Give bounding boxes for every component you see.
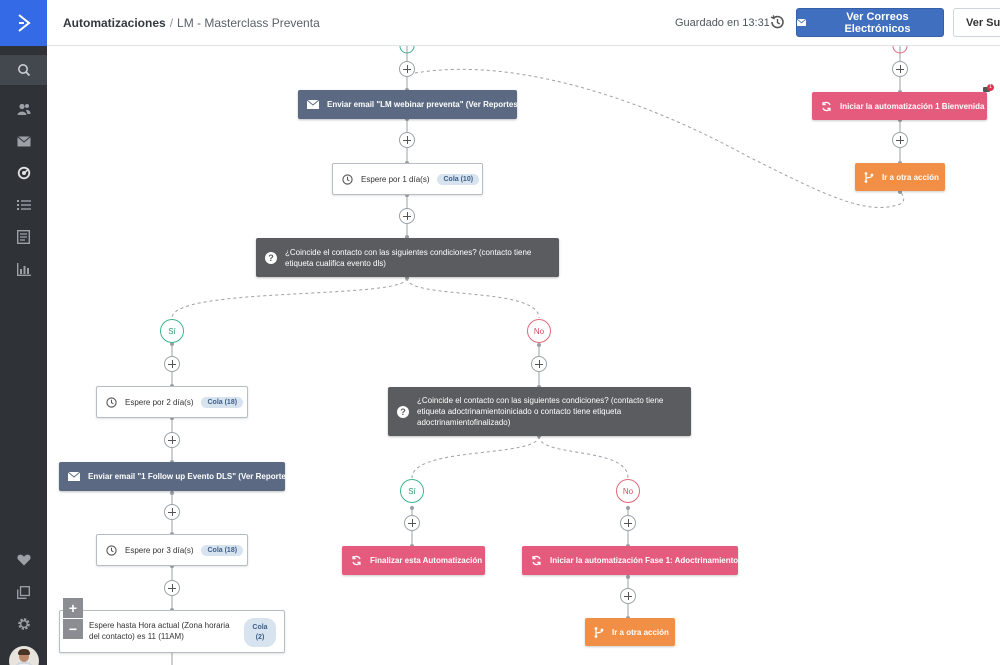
add-step-button[interactable] xyxy=(399,61,415,77)
zoom-out-button[interactable]: − xyxy=(63,619,83,639)
start-automation-node[interactable]: Iniciar la automatización Fase 1: Adoctr… xyxy=(522,546,738,575)
saved-status: Guardado en 13:31 xyxy=(675,17,770,29)
view-emails-label: Ver Correos Electrónicos xyxy=(844,10,911,35)
goto-action-node[interactable]: Ir a otra acción xyxy=(585,618,675,646)
search-icon[interactable] xyxy=(0,55,47,85)
heart-icon[interactable] xyxy=(0,545,47,575)
add-step-button[interactable] xyxy=(892,61,908,77)
end-automation-node[interactable]: Finalizar esta Automatización xyxy=(342,546,485,575)
add-step-button[interactable] xyxy=(164,580,180,596)
queue-badge[interactable]: Cola (10) xyxy=(437,173,480,185)
end-automation-label: Finalizar esta Automatización xyxy=(370,556,483,565)
condition-label: ¿Coincide el contacto con las siguientes… xyxy=(285,247,532,268)
queue-badge[interactable]: Cola (18) xyxy=(201,396,244,408)
condition-label: ¿Coincide el contacto con las siguientes… xyxy=(417,396,664,427)
question-icon: ? xyxy=(265,251,277,264)
sync-icon xyxy=(821,101,832,112)
breadcrumb-current: LM - Masterclass Preventa xyxy=(177,16,320,30)
wait-until-node[interactable]: Espere hasta Hora actual (Zona horaria d… xyxy=(59,610,285,653)
automations-icon[interactable] xyxy=(0,158,47,188)
condition-node[interactable]: ? ¿Coincide el contacto con las siguient… xyxy=(256,238,559,277)
branch-icon xyxy=(864,171,874,183)
breadcrumb: Automatizaciones/LM - Masterclass Preven… xyxy=(63,16,320,30)
sync-icon xyxy=(531,555,542,566)
start-automation-label: Iniciar la automatización Fase 1: Adoctr… xyxy=(550,556,739,565)
reports-icon[interactable] xyxy=(0,254,47,284)
branch-icon xyxy=(594,626,604,638)
goto-action-node[interactable]: Ir a otra acción xyxy=(855,163,945,191)
wait-node[interactable]: Espere por 2 día(s) Cola (18) xyxy=(96,386,248,418)
avatar[interactable] xyxy=(9,646,39,665)
clock-icon xyxy=(106,544,117,556)
queue-badge-label: Cola xyxy=(252,623,268,631)
header: Automatizaciones/LM - Masterclass Preven… xyxy=(47,0,1000,46)
connector-lines xyxy=(170,46,908,665)
forms-icon[interactable] xyxy=(0,222,47,252)
breadcrumb-root[interactable]: Automatizaciones xyxy=(63,16,166,30)
add-step-button[interactable] xyxy=(892,132,908,148)
clock-icon xyxy=(342,173,353,185)
view-subscribers-button[interactable]: Ver Suscriptores xyxy=(953,8,1000,37)
logo-chevron-icon[interactable] xyxy=(0,0,47,46)
history-icon[interactable] xyxy=(769,14,785,30)
workflow-canvas[interactable]: Enviar email "LM webinar preventa" (Ver … xyxy=(47,46,1000,665)
apps-icon[interactable] xyxy=(0,577,47,607)
add-step-button[interactable] xyxy=(399,132,415,148)
svg-text:?: ? xyxy=(268,253,274,263)
add-step-button[interactable] xyxy=(404,515,420,531)
send-email-node[interactable]: Enviar email "1 Follow up Evento DLS" (V… xyxy=(59,462,293,491)
send-email-label: Enviar email "1 Follow up Evento DLS" (V… xyxy=(88,472,293,481)
add-step-button[interactable] xyxy=(399,208,415,224)
clock-icon xyxy=(106,396,117,408)
branch-yes[interactable]: Sí xyxy=(400,479,424,503)
lists-icon[interactable] xyxy=(0,190,47,220)
branch-no[interactable]: No xyxy=(616,479,640,503)
email-icon xyxy=(307,100,319,109)
add-step-button[interactable] xyxy=(164,504,180,520)
start-automation-node[interactable]: Iniciar la automatización 1 Bienvenida xyxy=(812,92,987,120)
wait-node[interactable]: Espere por 1 día(s) Cola (10) xyxy=(332,163,483,195)
view-emails-button[interactable]: Ver Correos Electrónicos xyxy=(796,8,944,37)
add-step-button[interactable] xyxy=(164,356,180,372)
email-icon[interactable] xyxy=(0,126,47,156)
queue-badge[interactable]: Cola (2) xyxy=(244,618,276,647)
branch-no[interactable]: No xyxy=(527,319,551,343)
wait-until-label: Espere hasta Hora actual (Zona horaria d… xyxy=(89,621,230,641)
queue-badge-count: (2) xyxy=(255,633,265,641)
svg-text:?: ? xyxy=(400,407,406,417)
email-icon xyxy=(68,472,80,481)
send-email-label: Enviar email "LM webinar preventa" (Ver … xyxy=(327,100,521,109)
queue-badge[interactable]: Cola (18) xyxy=(201,544,244,556)
view-subscribers-label: Ver Suscriptores xyxy=(966,16,1000,29)
goto-action-label: Ir a otra acción xyxy=(882,172,939,182)
wait-node[interactable]: Espere por 3 día(s) Cola (18) xyxy=(96,534,248,566)
add-step-button[interactable] xyxy=(620,515,636,531)
branch-yes[interactable]: Sí xyxy=(160,319,184,343)
notification-badge[interactable]: 1 xyxy=(983,84,994,94)
add-step-button[interactable] xyxy=(620,588,636,604)
question-icon: ? xyxy=(397,405,409,418)
contacts-icon[interactable] xyxy=(0,94,47,124)
condition-node[interactable]: ? ¿Coincide el contacto con las siguient… xyxy=(388,387,691,436)
sidebar xyxy=(0,0,47,665)
email-icon xyxy=(797,19,806,26)
wait-label: Espere por 3 día(s) xyxy=(125,545,194,555)
goto-action-label: Ir a otra acción xyxy=(612,627,669,637)
breadcrumb-separator: / xyxy=(169,16,174,30)
wait-label: Espere por 1 día(s) xyxy=(361,174,430,184)
wait-label: Espere por 2 día(s) xyxy=(125,397,194,407)
send-email-node[interactable]: Enviar email "LM webinar preventa" (Ver … xyxy=(298,90,521,119)
zoom-in-button[interactable]: + xyxy=(63,598,83,618)
add-step-button[interactable] xyxy=(164,432,180,448)
add-step-button[interactable] xyxy=(531,356,547,372)
start-automation-label: Iniciar la automatización 1 Bienvenida xyxy=(840,101,985,111)
notification-count: 1 xyxy=(987,84,994,91)
settings-icon[interactable] xyxy=(0,609,47,639)
sync-icon xyxy=(351,555,362,566)
